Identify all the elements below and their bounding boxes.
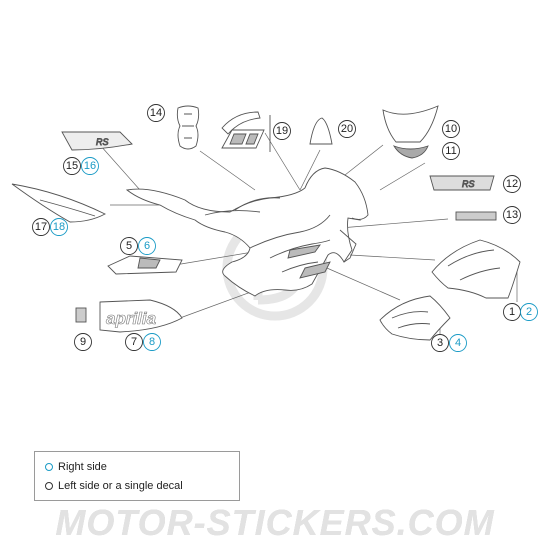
callout-7-label: 7 xyxy=(131,336,137,348)
callout-4: 4 xyxy=(449,334,467,352)
callout-18: 18 xyxy=(50,218,68,236)
callout-8: 8 xyxy=(143,333,161,351)
callout-3: 3 xyxy=(431,334,449,352)
callout-15-label: 15 xyxy=(66,160,78,172)
callout-5: 5 xyxy=(120,237,138,255)
legend: Right side Left side or a single decal xyxy=(34,451,240,501)
left-side-circle-icon xyxy=(45,482,53,490)
motorcycle-outline xyxy=(125,167,369,297)
callout-19: 19 xyxy=(273,122,291,140)
callout-2: 2 xyxy=(520,303,538,321)
callout-5-label: 5 xyxy=(126,240,132,252)
decal-aprilia-text: aprilia xyxy=(106,309,156,328)
decal-20-seat xyxy=(309,117,333,145)
callout-3-label: 3 xyxy=(437,337,443,349)
decal-14-tank-pad xyxy=(176,105,200,150)
callout-13-label: 13 xyxy=(506,209,518,221)
callout-20-label: 20 xyxy=(341,123,353,135)
callout-11-label: 11 xyxy=(445,145,456,157)
legend-left-side-label: Left side or a single decal xyxy=(58,480,183,492)
decal-9-tag xyxy=(75,307,87,323)
callout-15: 15 xyxy=(63,157,81,175)
callouts: 14 19 20 10 11 15 16 12 13 17 18 5 6 1 2… xyxy=(32,104,538,352)
callout-16-label: 16 xyxy=(84,160,96,172)
legend-right-side-label: Right side xyxy=(58,461,107,473)
callout-12: 12 xyxy=(503,175,521,193)
callout-8-label: 8 xyxy=(149,336,155,348)
decal-17-18-tail-side xyxy=(11,183,106,223)
callout-10-label: 10 xyxy=(445,123,457,135)
legend-left-side: Left side or a single decal xyxy=(45,480,183,492)
callout-2-label: 2 xyxy=(526,306,532,318)
callout-4-label: 4 xyxy=(455,337,461,349)
callout-13: 13 xyxy=(503,206,521,224)
callout-9: 9 xyxy=(74,333,92,351)
callout-20: 20 xyxy=(338,120,356,138)
decal-7-8-aprilia-side: aprilia xyxy=(99,299,183,333)
decal-12-rs: RS xyxy=(429,175,495,191)
site-watermark: MOTOR-STICKERS.COM xyxy=(55,502,495,543)
right-side-circle-icon xyxy=(45,463,53,471)
callout-17-label: 17 xyxy=(35,221,47,233)
decal-rs-text: RS xyxy=(96,137,109,147)
callout-19-label: 19 xyxy=(276,125,288,137)
decal-10-11-nose xyxy=(382,105,439,159)
callout-17: 17 xyxy=(32,218,50,236)
callout-11: 11 xyxy=(442,142,460,160)
callout-7: 7 xyxy=(125,333,143,351)
callout-18-label: 18 xyxy=(53,221,65,233)
decal-rs-text-12: RS xyxy=(462,179,475,189)
callout-14: 14 xyxy=(147,104,165,122)
callout-9-label: 9 xyxy=(80,336,86,348)
decal-3-4-lower-fairing xyxy=(379,295,451,341)
callout-6-label: 6 xyxy=(144,240,150,252)
decal-1-2-side-fairing xyxy=(431,239,521,299)
callout-12-label: 12 xyxy=(506,178,518,190)
decal-15-16-rs: RS xyxy=(61,131,133,151)
callout-16: 16 xyxy=(81,157,99,175)
callout-14-label: 14 xyxy=(150,107,162,119)
legend-right-side: Right side xyxy=(45,461,107,473)
decal-19-tail xyxy=(221,111,271,152)
callout-10: 10 xyxy=(442,120,460,138)
decal-13-aprilia-strip xyxy=(455,211,497,221)
callout-6: 6 xyxy=(138,237,156,255)
callout-1-label: 1 xyxy=(509,306,515,318)
decal-5-6-belly xyxy=(107,255,183,275)
callout-1: 1 xyxy=(503,303,521,321)
